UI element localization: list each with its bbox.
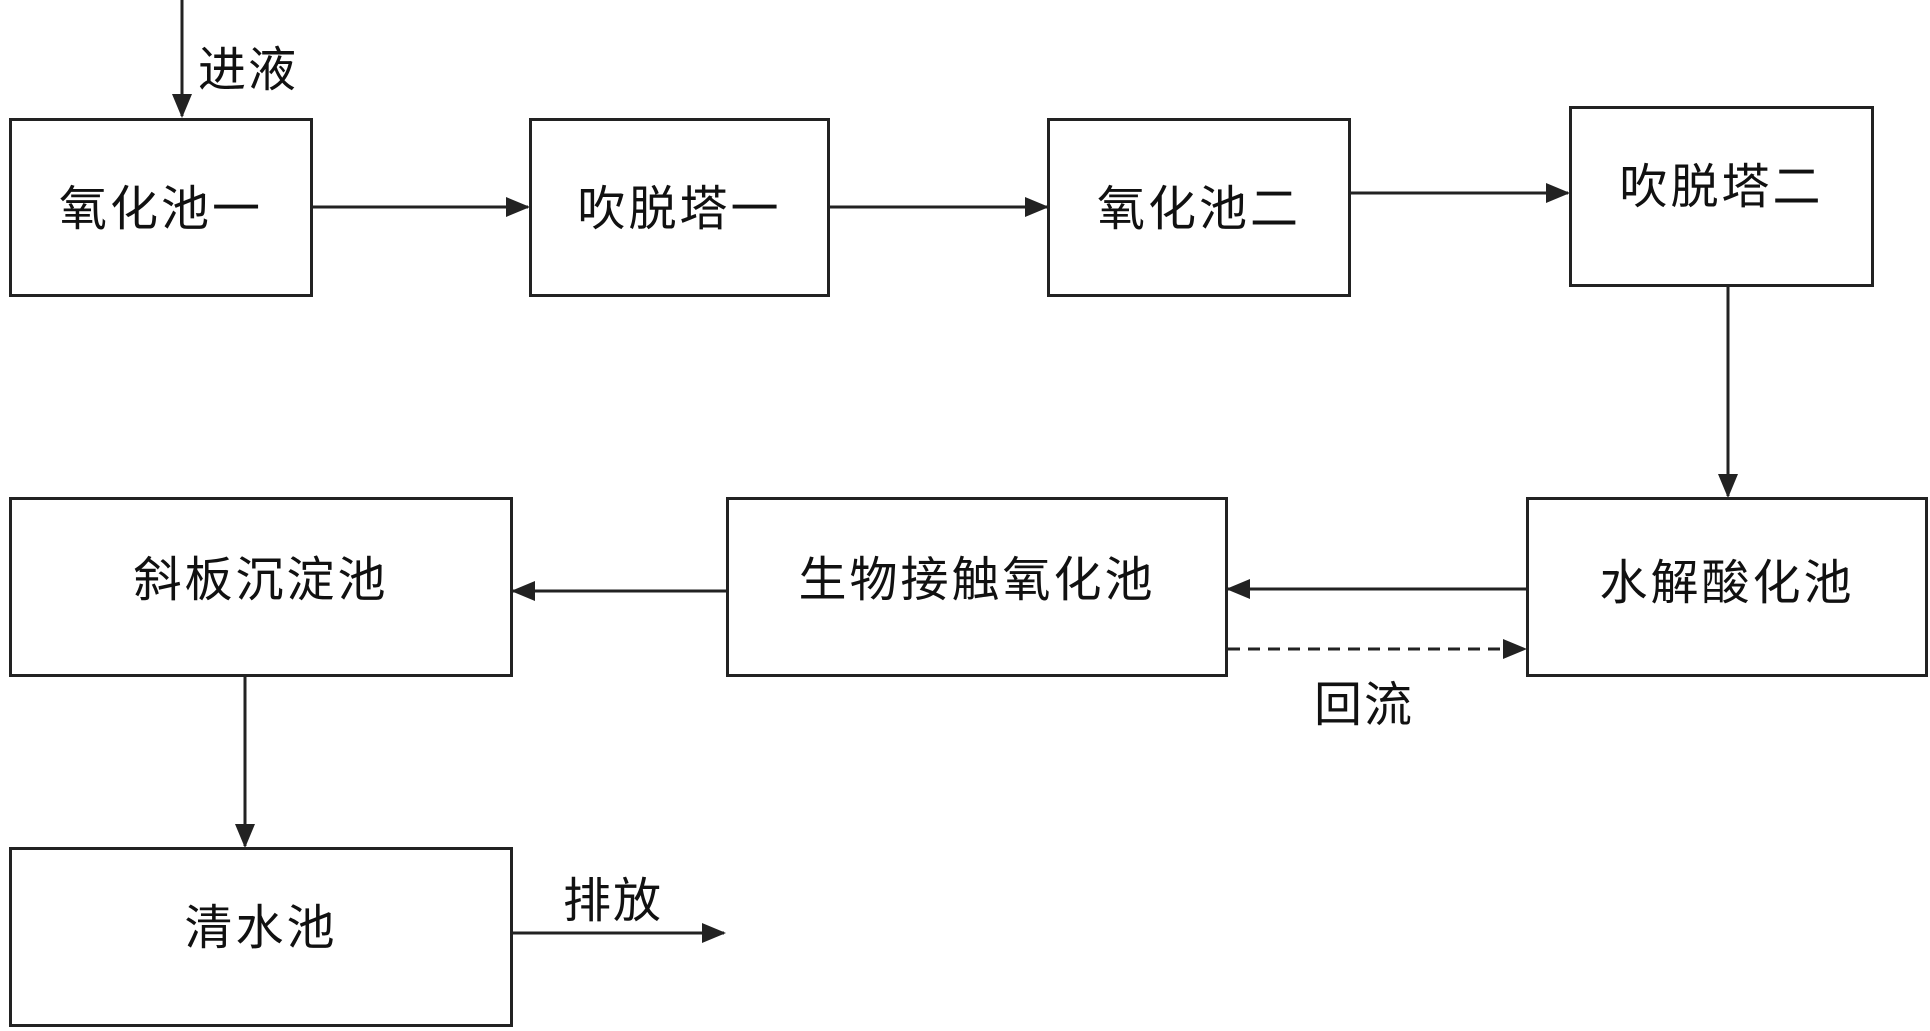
label-discharge: 排放	[563, 873, 664, 929]
node-label: 斜板沉淀池	[133, 552, 389, 608]
node-label: 生物接触氧化池	[798, 552, 1156, 608]
node-bio-contact-oxidation-tank: 生物接触氧化池	[726, 497, 1228, 677]
node-stripping-tower-1: 吹脱塔一	[529, 118, 830, 297]
node-oxidation-tank-1: 氧化池一	[9, 118, 313, 297]
node-hydrolysis-acidification-tank: 水解酸化池	[1526, 497, 1928, 677]
node-label: 水解酸化池	[1599, 555, 1855, 611]
node-label: 氧化池二	[1096, 181, 1301, 237]
label-inflow: 进液	[198, 42, 299, 98]
node-label: 清水池	[184, 900, 338, 956]
node-label: 氧化池一	[58, 181, 263, 237]
node-inclined-plate-settling-tank: 斜板沉淀池	[9, 497, 513, 677]
node-oxidation-tank-2: 氧化池二	[1047, 118, 1351, 297]
node-clear-water-tank: 清水池	[9, 847, 513, 1027]
node-stripping-tower-2: 吹脱塔二	[1569, 106, 1874, 287]
node-label: 吹脱塔二	[1619, 159, 1824, 215]
node-label: 吹脱塔一	[577, 181, 782, 237]
label-reflux: 回流	[1314, 677, 1415, 733]
